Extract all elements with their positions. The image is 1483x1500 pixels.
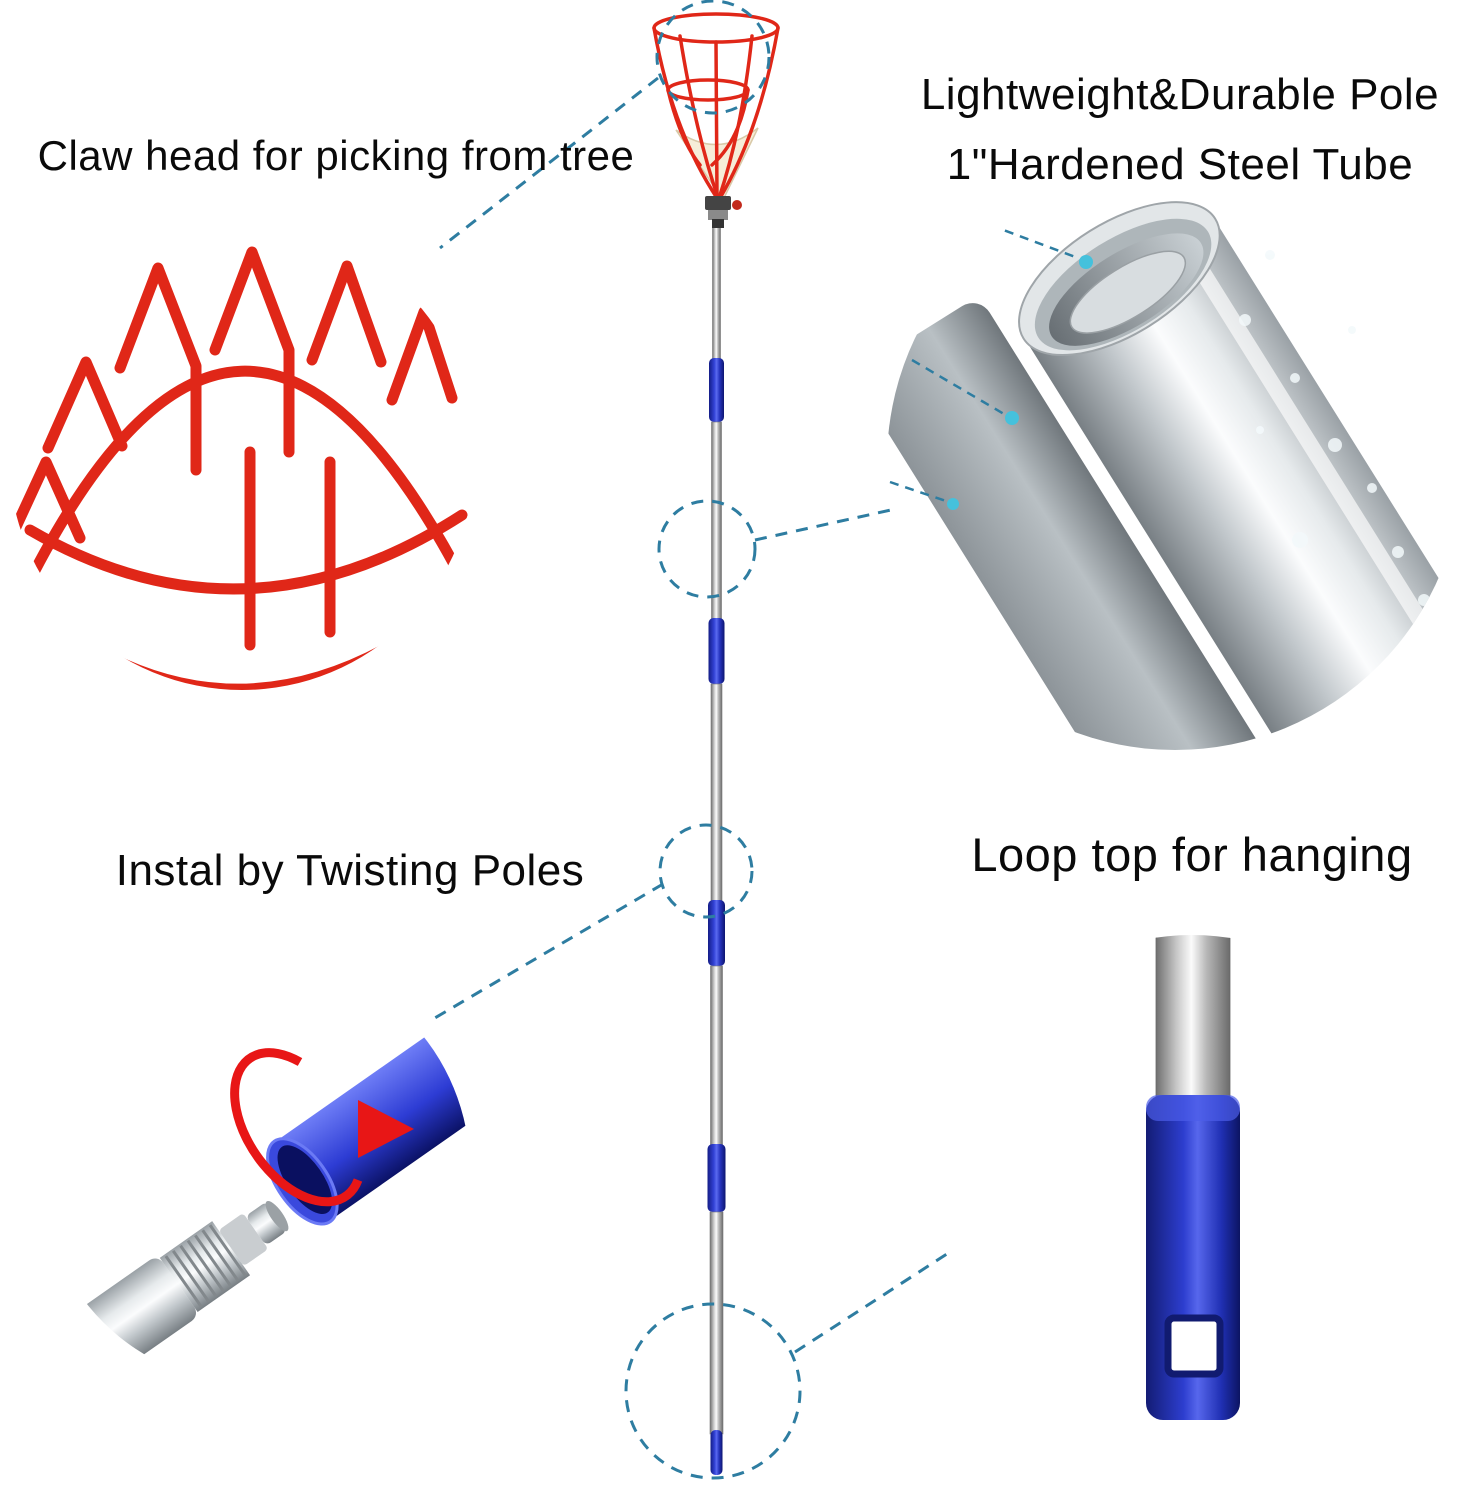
basket-clamp [705,196,742,228]
label-install: Instal by Twisting Poles [115,846,585,895]
loop-handle-closeup [942,935,1442,1435]
leader-line-tube [754,506,901,542]
callout-circle-twist [658,823,754,919]
twist-rotation-arrow [230,1048,414,1207]
hanging-loop-hole [1164,1314,1224,1378]
tube-opening [1018,201,1221,357]
callout-circle-claw [655,0,771,115]
leader-line-loop [794,1250,951,1354]
callout-circle-tube [657,499,757,599]
label-pole-line1: Lightweight&Durable Pole [920,70,1440,119]
claw-head-closeup [9,224,475,690]
pole-tip [710,1430,723,1475]
claw-wires [9,246,471,690]
product-pole [707,224,726,1475]
pointer-dot-opening [1079,255,1093,269]
dashed-leader-lines [427,76,951,1354]
basket-wires [652,12,780,200]
leader-line-claw [439,76,659,250]
twist-poles-closeup [40,955,470,1385]
label-claw-head: Claw head for picking from tree [37,132,635,179]
water-droplets [1239,250,1430,606]
blue-end-handle [1146,1095,1240,1420]
dashed-zoom-callout-circles [624,0,802,1480]
leader-line-twist [427,882,664,1024]
basket-head [652,12,780,228]
pointer-dot-outer [947,498,959,510]
handle-steel-shaft [1155,935,1231,1111]
label-loop-top: Loop top for hanging [971,828,1413,881]
outer-cutaway-tube [887,303,1269,750]
label-pole-line2: 1"Hardened Steel Tube [946,140,1414,189]
pointer-dot-wall [1005,411,1019,425]
callout-circle-loop [624,1302,802,1480]
tube-pointer-annotations [889,206,1093,510]
arrowhead [358,1100,414,1158]
